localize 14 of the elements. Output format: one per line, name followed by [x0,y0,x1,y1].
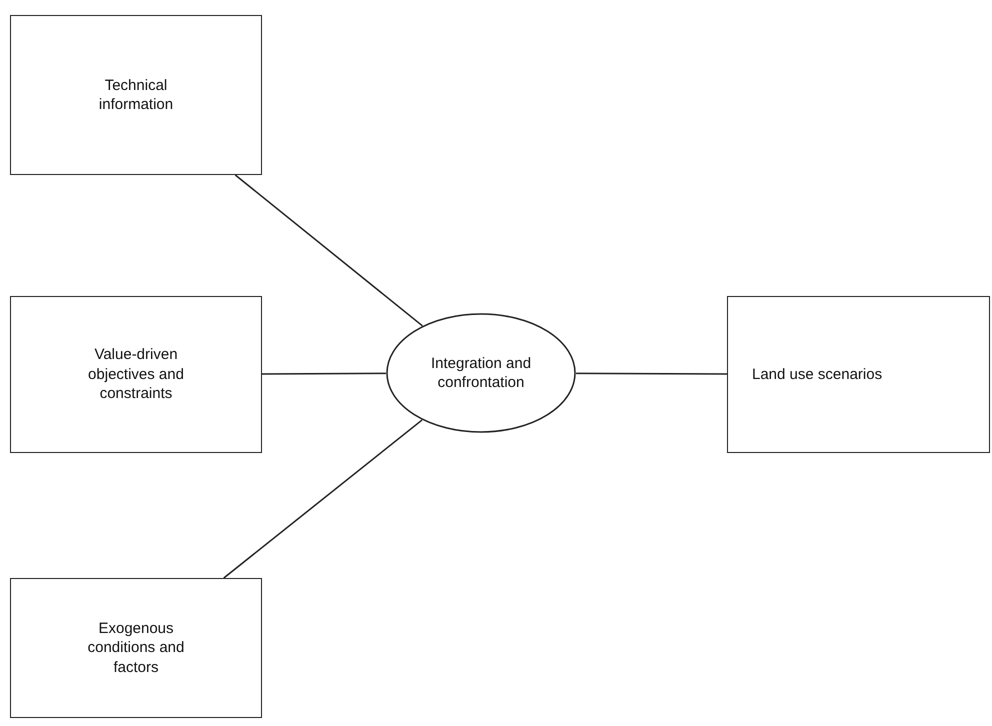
process-box [10,15,262,175]
node-label: Exogenous conditions and factors [86,618,186,678]
connector-line [234,174,423,326]
node-label: Value-driven objectives and constraints [87,345,185,404]
node-label: Integration and confrontation [430,354,532,392]
process-ellipse [386,313,576,433]
process-box [10,578,262,718]
node-label: Land use scenarios [751,364,882,384]
process-box [10,296,262,453]
connector-line [262,372,386,375]
node-label: Technical information [98,76,174,114]
connector-line [576,372,727,375]
connector-line [223,419,422,579]
process-box [727,296,990,453]
